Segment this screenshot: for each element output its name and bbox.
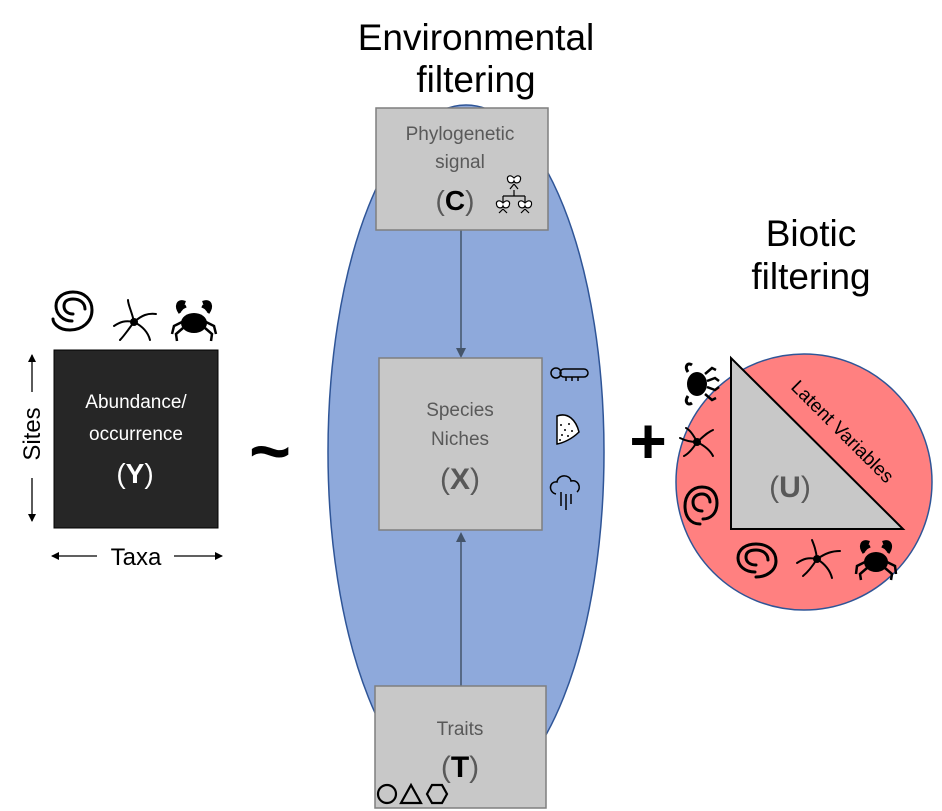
abundance-matrix: Abundance/ occurrence (Y): [53, 349, 219, 529]
environmental-heading-line2: filtering: [416, 59, 535, 100]
circle-icon: [376, 783, 398, 805]
biotic-symbol-letter: U: [779, 471, 801, 504]
matrix-y-symbol-close: ): [144, 458, 153, 489]
latent-variables-triangle: [730, 355, 906, 530]
box-x-symbol: (X): [440, 463, 480, 496]
sites-axis: Sites: [19, 354, 46, 522]
box-t-symbol-letter: T: [451, 751, 469, 784]
sediment-icon: [556, 414, 580, 445]
worm-icon: [736, 542, 778, 579]
box-c-symbol-letter: C: [445, 185, 465, 216]
box-x-symbol-close: ): [470, 463, 480, 496]
crab-icon: [854, 540, 898, 581]
rain-cloud-icon: [549, 475, 580, 510]
brittle-star-icon: [113, 299, 157, 341]
worm-icon: [51, 290, 94, 332]
taxa-axis-label: Taxa: [111, 544, 162, 571]
box-t-symbol-open: (: [441, 751, 451, 784]
biotic-heading-line2: filtering: [751, 256, 870, 297]
box-x-symbol-letter: X: [450, 463, 470, 496]
matrix-y-symbol: (Y): [116, 458, 153, 489]
phylogeny-tree-icon: [495, 175, 533, 214]
box-c-label-line1: Phylogenetic: [406, 124, 515, 145]
biotic-symbol-open: (: [769, 471, 779, 504]
biotic-symbol: (U): [769, 471, 811, 504]
triangle-icon: [399, 782, 423, 805]
box-t-symbol-close: ): [469, 751, 479, 784]
sites-axis-label: Sites: [19, 407, 46, 460]
box-x-label-line2: Niches: [431, 429, 489, 450]
box-t-label: Traits: [437, 719, 484, 740]
crab-icon: [684, 362, 720, 406]
box-c-symbol: (C): [436, 185, 475, 216]
environmental-heading-line1: Environmental: [358, 17, 595, 58]
biotic-symbol-close: ): [801, 471, 811, 504]
phylogenetic-signal-box: Phylogenetic signal (C): [375, 107, 549, 231]
matrix-y-label-line2: occurrence: [89, 424, 183, 445]
traits-box: Traits (T): [374, 685, 547, 809]
box-x-symbol-open: (: [440, 463, 450, 496]
plus-operator: +: [629, 405, 666, 477]
box-c-symbol-open: (: [436, 185, 446, 216]
brittle-star-icon: [796, 539, 841, 579]
taxa-axis: Taxa: [51, 544, 223, 571]
crab-icon: [170, 300, 218, 342]
box-t-symbol: (T): [441, 751, 479, 784]
box-c-label-line2: signal: [435, 152, 485, 173]
tilde-operator: ~: [249, 412, 291, 492]
matrix-y-symbol-letter: Y: [126, 458, 145, 489]
matrix-y-label-line1: Abundance/: [85, 392, 187, 413]
hexagon-icon: [425, 783, 449, 805]
box-x-label-line1: Species: [426, 400, 494, 421]
species-niches-box: Species Niches (X): [378, 357, 543, 531]
worm-icon: [683, 485, 719, 526]
thermometer-icon: [550, 367, 589, 381]
box-c-symbol-close: ): [465, 185, 474, 216]
matrix-y-symbol-open: (: [116, 458, 126, 489]
biotic-heading-line1: Biotic: [766, 213, 856, 254]
brittle-star-icon: [679, 427, 714, 457]
